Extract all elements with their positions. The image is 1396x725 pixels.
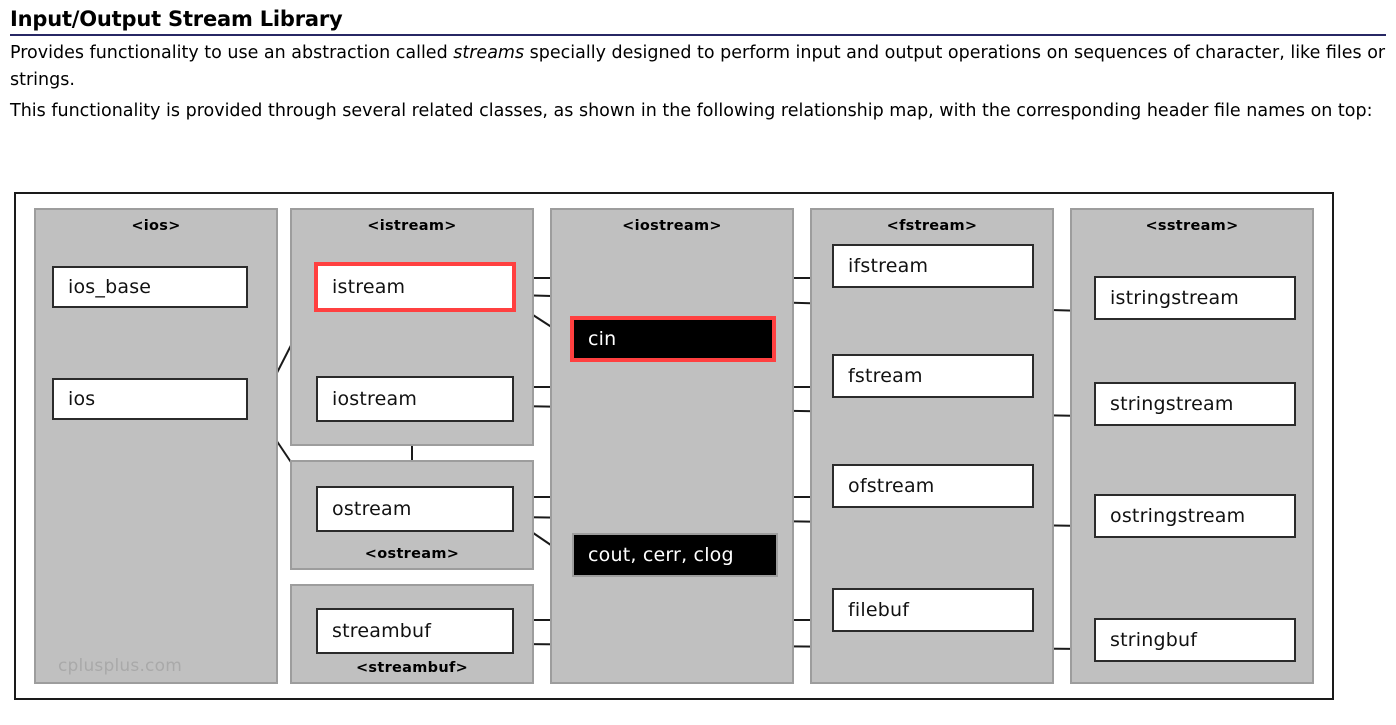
group-sstream-label: <sstream> <box>1145 218 1239 234</box>
node-iostream[interactable]: iostream <box>316 376 514 422</box>
node-fstream[interactable]: fstream <box>832 354 1034 398</box>
node-ios[interactable]: ios <box>52 378 248 420</box>
intro-p2-text: This functionality is provided through s… <box>10 101 1373 121</box>
node-ostream[interactable]: ostream <box>316 486 514 532</box>
node-ofstream[interactable]: ofstream <box>832 464 1034 508</box>
node-ifstream[interactable]: ifstream <box>832 244 1034 288</box>
node-filebuf[interactable]: filebuf <box>832 588 1034 632</box>
node-stringbuf-label: stringbuf <box>1110 629 1198 651</box>
node-ostream-label: ostream <box>332 498 412 520</box>
node-streambuf-label: streambuf <box>332 620 432 642</box>
node-istream[interactable]: istream <box>314 262 516 312</box>
node-ios_base[interactable]: ios_base <box>52 266 248 308</box>
node-ofstream-label: ofstream <box>848 475 935 497</box>
intro-paragraph-1: Provides functionality to use an abstrac… <box>10 40 1386 94</box>
group-fstream-label: <fstream> <box>886 218 978 234</box>
watermark-cplusplus: cplusplus.com <box>58 656 182 676</box>
relationship-map-diagram: <ios> cplusplus.com <istream> <ostream> … <box>14 192 1334 700</box>
node-cin[interactable]: cin <box>570 316 776 362</box>
group-ios-label: <ios> <box>131 218 181 234</box>
intro-p1-text-before: Provides functionality to use an abstrac… <box>10 43 454 63</box>
group-streambuf-label: <streambuf> <box>355 660 469 676</box>
node-stringstream-label: stringstream <box>1110 393 1234 415</box>
node-fstream-label: fstream <box>848 365 923 387</box>
intro-p1-text-after: specially designed to perform input and … <box>10 43 1386 90</box>
diagram-canvas: <ios> cplusplus.com <istream> <ostream> … <box>16 194 1332 698</box>
node-ios_base-label: ios_base <box>68 276 152 298</box>
group-ostream-label: <ostream> <box>364 546 460 562</box>
node-istringstream[interactable]: istringstream <box>1094 276 1296 320</box>
node-ostringstream[interactable]: ostringstream <box>1094 494 1296 538</box>
intro-paragraph-2: This functionality is provided through s… <box>10 98 1386 125</box>
node-ostringstream-label: ostringstream <box>1110 505 1246 527</box>
page-title: Input/Output Stream Library <box>10 7 343 31</box>
node-istringstream-label: istringstream <box>1110 287 1240 309</box>
title-underline-rule <box>10 34 1386 36</box>
node-ios-label: ios <box>68 388 96 410</box>
group-istream-label: <istream> <box>367 218 457 234</box>
node-stringbuf[interactable]: stringbuf <box>1094 618 1296 662</box>
node-istream-label: istream <box>332 276 406 298</box>
node-iostream-label: iostream <box>332 388 418 410</box>
node-cin-label: cin <box>588 328 617 350</box>
intro-p1-emphasis: streams <box>453 43 525 63</box>
node-filebuf-label: filebuf <box>848 599 910 621</box>
group-iostream-label: <iostream> <box>622 218 722 234</box>
node-streambuf[interactable]: streambuf <box>316 608 514 654</box>
node-ifstream-label: ifstream <box>848 255 929 277</box>
node-cout-cerr-clog[interactable]: cout, cerr, clog <box>572 533 778 577</box>
node-cout-cerr-clog-label: cout, cerr, clog <box>588 544 734 566</box>
group-iostream: <iostream> <box>550 208 794 684</box>
node-stringstream[interactable]: stringstream <box>1094 382 1296 426</box>
